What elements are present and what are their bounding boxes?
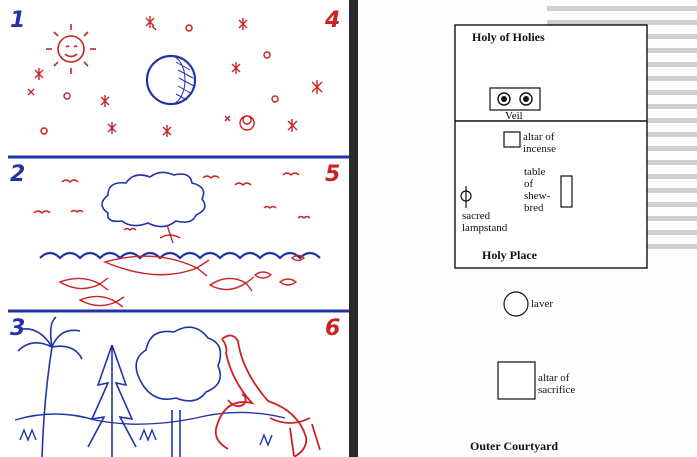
altar-of-sacrifice-shape: [497, 361, 536, 400]
altar-of-incense-shape: [503, 131, 521, 148]
panel-number-3: 3: [10, 316, 26, 341]
cherubim-icon: [497, 92, 533, 106]
water-icon: [39, 251, 321, 260]
tabernacle-plan: [454, 24, 648, 400]
veil-label: Veil: [505, 110, 523, 122]
pine-tree-icon: [87, 344, 137, 457]
page-gutter: [349, 0, 358, 457]
table-of-shewbread-shape: [560, 175, 573, 208]
moon-icon: [145, 54, 197, 106]
sun-icon: [46, 24, 96, 74]
altar-of-incense-label: altar of incense: [523, 131, 556, 155]
altar-of-sacrifice-label: altar of sacrifice: [538, 372, 576, 396]
leafy-tree-icon: [135, 326, 222, 457]
holy-place-label: Holy Place: [482, 248, 537, 262]
holy-of-holies-label: Holy of Holies: [472, 30, 545, 44]
panel-number-4: 4: [325, 8, 341, 33]
stars-icon: [27, 16, 323, 137]
creation-days-illustration: 1 2 3 4 5 6: [8, 8, 349, 457]
cloud-icon: [101, 171, 206, 228]
tabernacle-diagram: Holy of Holies Veil altar of incense tab…: [358, 0, 697, 457]
panel-number-5: 5: [325, 162, 341, 187]
birds-icon: [33, 172, 311, 244]
laver-shape: [503, 291, 529, 317]
lampstand-icon: [460, 186, 472, 208]
creation-sketch: [8, 16, 349, 457]
panel-number-1: 1: [10, 8, 26, 33]
grass-icon: [14, 411, 286, 447]
tabernacle-outline: [454, 24, 648, 269]
panel-number-2: 2: [10, 162, 26, 187]
panel-number-6: 6: [325, 316, 341, 341]
dinosaur-icon: [214, 334, 321, 457]
sacred-lampstand-label: sacred lampstand: [462, 210, 508, 234]
palm-tree-icon: [17, 316, 83, 457]
laver-label: laver: [531, 298, 553, 310]
outer-courtyard-label: Outer Courtyard: [470, 439, 559, 453]
fish-icon: [58, 254, 306, 308]
table-of-shewbread-label: table of shew- bred: [524, 166, 551, 214]
